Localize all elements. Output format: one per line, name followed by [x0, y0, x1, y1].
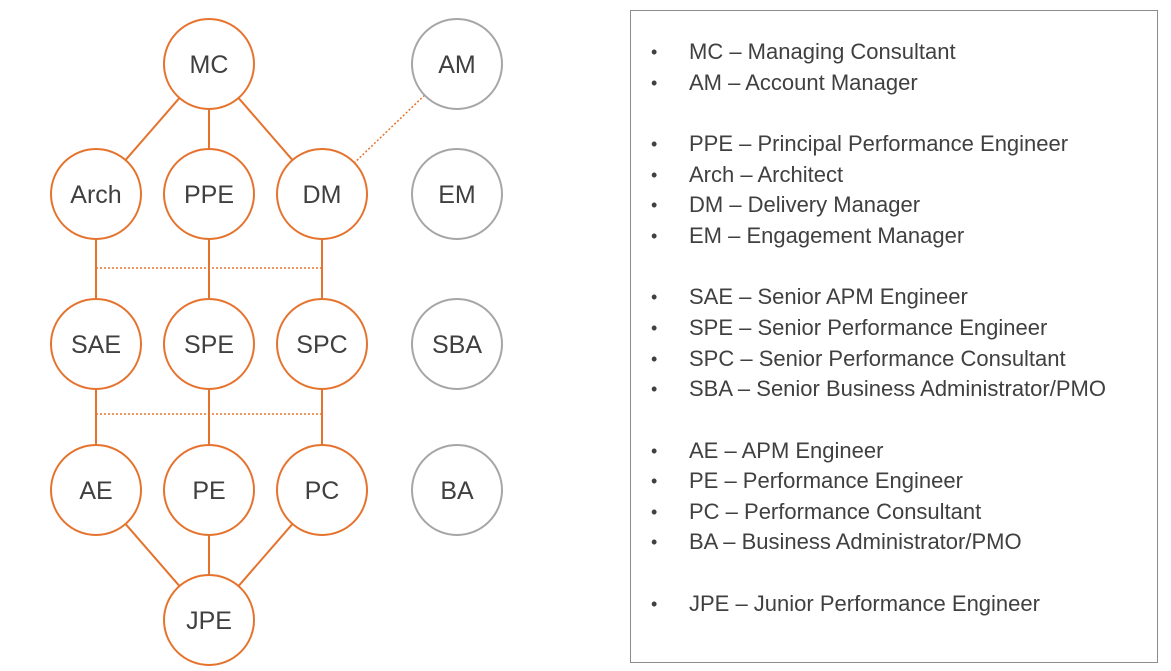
legend-text: DM – Delivery Manager	[689, 192, 921, 217]
node-label: AM	[438, 51, 476, 79]
node-label: BA	[440, 477, 474, 505]
legend-text: EM – Engagement Manager	[689, 223, 965, 248]
bullet-icon: •	[651, 594, 658, 614]
bullet-icon: •	[651, 226, 658, 246]
node-circle	[276, 444, 368, 536]
node-pc: PC	[276, 444, 368, 536]
node-circle	[276, 148, 368, 240]
node-circle	[411, 298, 503, 390]
legend-text: AE – APM Engineer	[689, 438, 884, 463]
node-mc: MC	[163, 18, 255, 110]
node-circle	[50, 298, 142, 390]
bullet-icon: •	[651, 42, 658, 62]
node-circle	[163, 298, 255, 390]
bullet-icon: •	[651, 287, 658, 307]
node-label: EM	[438, 181, 476, 209]
node-label: PPE	[184, 181, 234, 209]
node-label: SPE	[184, 331, 234, 359]
node-sae: SAE	[50, 298, 142, 390]
node-label: PE	[192, 477, 225, 505]
node-label: SPC	[296, 331, 347, 359]
legend-text: SAE – Senior APM Engineer	[689, 284, 968, 309]
legend-text: PPE – Principal Performance Engineer	[689, 131, 1069, 156]
bullet-icon: •	[651, 195, 658, 215]
bullet-icon: •	[651, 502, 658, 522]
bullet-icon: •	[651, 532, 658, 552]
node-label: MC	[190, 51, 229, 79]
node-ppe: PPE	[163, 148, 255, 240]
node-spc: SPC	[276, 298, 368, 390]
legend-text: BA – Business Administrator/PMO	[689, 529, 1022, 554]
edge-am-dm	[353, 94, 426, 164]
node-circle	[411, 18, 503, 110]
diagram-edges	[95, 94, 426, 587]
bullet-icon: •	[651, 441, 658, 461]
bullet-icon: •	[651, 134, 658, 154]
diagram-nodes: MC AM Arch PPE DM EM SAE SPE SPC SBA AE PE PC BA JPE	[50, 18, 503, 666]
node-ae: AE	[50, 444, 142, 536]
node-circle	[163, 574, 255, 666]
node-label: JPE	[186, 607, 232, 635]
edge-pc-jpe	[237, 523, 294, 587]
legend-text: Arch – Architect	[689, 162, 844, 187]
bullet-icon: •	[651, 471, 658, 491]
node-label: SBA	[432, 331, 482, 359]
node-am: AM	[411, 18, 503, 110]
bullet-icon: •	[651, 318, 658, 338]
legend-text: MC – Managing Consultant	[689, 39, 956, 64]
node-label: AE	[79, 477, 112, 505]
node-label: SAE	[71, 331, 121, 359]
edge-ae-jpe	[124, 523, 181, 587]
node-arch: Arch	[50, 148, 142, 240]
org-diagram: MC AM Arch PPE DM EM SAE SPE SPC SBA AE PE PC BA JPE	[50, 18, 503, 666]
node-label: DM	[303, 181, 342, 209]
node-circle	[276, 298, 368, 390]
node-circle	[411, 444, 503, 536]
node-jpe: JPE	[163, 574, 255, 666]
legend-panel: • MC – Managing Consultant • AM – Account M…	[630, 10, 1158, 663]
legend-text: PE – Performance Engineer	[689, 468, 963, 493]
bullet-icon: •	[651, 73, 658, 93]
node-circle	[50, 444, 142, 536]
bullet-icon: •	[651, 165, 658, 185]
node-label: PC	[305, 477, 340, 505]
legend-text: SPE – Senior Performance Engineer	[689, 315, 1048, 340]
legend-text: JPE – Junior Performance Engineer	[689, 591, 1040, 616]
node-sba: SBA	[411, 298, 503, 390]
node-pe: PE	[163, 444, 255, 536]
legend-text: SBA – Senior Business Administrator/PMO	[689, 376, 1106, 401]
legend-text: PC – Performance Consultant	[689, 499, 982, 524]
node-ba: BA	[411, 444, 503, 536]
bullet-icon: •	[651, 349, 658, 369]
legend-text: AM – Account Manager	[689, 70, 918, 95]
node-label: Arch	[70, 181, 121, 209]
node-circle	[163, 18, 255, 110]
node-circle	[411, 148, 503, 240]
node-circle	[163, 444, 255, 536]
legend-text: SPC – Senior Performance Consultant	[689, 346, 1066, 371]
node-em: EM	[411, 148, 503, 240]
node-circle	[163, 148, 255, 240]
edge-mc-dm	[237, 97, 294, 161]
node-spe: SPE	[163, 298, 255, 390]
node-circle	[50, 148, 142, 240]
bullet-icon: •	[651, 379, 658, 399]
node-dm: DM	[276, 148, 368, 240]
edge-mc-arch	[124, 97, 181, 161]
